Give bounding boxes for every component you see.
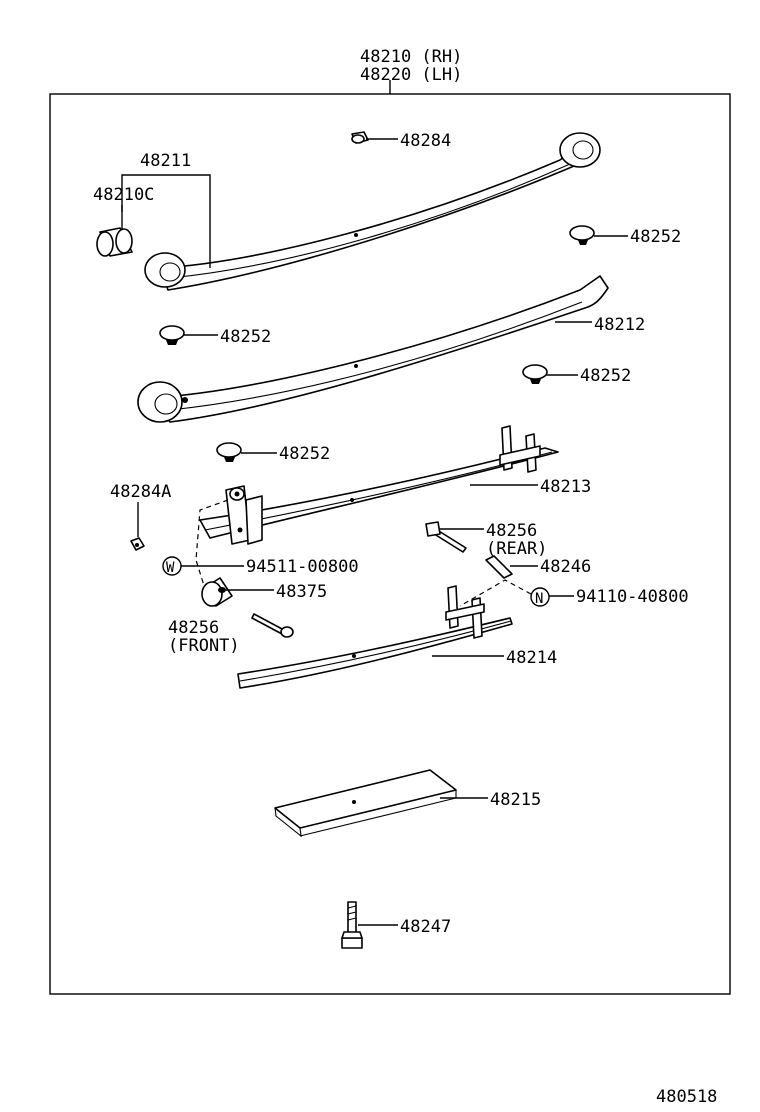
- label-94110-40800[interactable]: 94110-40800: [576, 587, 689, 607]
- label-48211[interactable]: 48211: [140, 151, 191, 171]
- pad-48252-a[interactable]: [569, 225, 595, 245]
- label-48210c[interactable]: 48210C: [93, 185, 154, 205]
- label-48213[interactable]: 48213: [540, 477, 591, 497]
- label-48252-d[interactable]: 48252: [279, 444, 330, 464]
- label-48214[interactable]: 48214: [506, 648, 557, 668]
- dashed-line-front-clip: [195, 499, 229, 593]
- label-48252-b[interactable]: 48252: [220, 327, 271, 347]
- label-48375[interactable]: 48375: [276, 582, 327, 602]
- leaf-48212[interactable]: [137, 275, 609, 423]
- nut-48284a[interactable]: [130, 537, 145, 551]
- label-48252-a[interactable]: 48252: [630, 227, 681, 247]
- n-symbol-circle: [530, 587, 550, 607]
- center-bolt-48247[interactable]: [341, 901, 363, 949]
- label-rear[interactable]: (REAR): [486, 539, 547, 559]
- label-48210-rh[interactable]: 48210 (RH): [360, 47, 462, 67]
- label-48246[interactable]: 48246: [540, 557, 591, 577]
- pin-48246[interactable]: [485, 555, 513, 579]
- leaf-48215[interactable]: [274, 769, 457, 838]
- bushing-48375[interactable]: [201, 577, 233, 607]
- bolt-48256-front[interactable]: [251, 613, 294, 638]
- w-symbol[interactable]: W: [166, 560, 175, 576]
- pad-48252-d[interactable]: [216, 442, 242, 462]
- main-leaf-48211[interactable]: [144, 132, 601, 291]
- bolt-48256-rear[interactable]: [425, 521, 467, 553]
- label-front[interactable]: (FRONT): [168, 636, 240, 656]
- label-48220-lh[interactable]: 48220 (LH): [360, 65, 462, 85]
- label-48212[interactable]: 48212: [594, 315, 645, 335]
- label-48284a[interactable]: 48284A: [110, 482, 171, 502]
- leaf-48213[interactable]: [199, 425, 559, 545]
- nut-48284[interactable]: [351, 131, 369, 144]
- bushing-48210c[interactable]: [96, 227, 133, 257]
- pad-48252-c[interactable]: [522, 364, 548, 384]
- dashed-line-rear-clip: [459, 579, 532, 607]
- label-48215[interactable]: 48215: [490, 790, 541, 810]
- pad-48252-b[interactable]: [159, 325, 185, 345]
- label-94511-00800[interactable]: 94511-00800: [246, 557, 359, 577]
- label-48256-front[interactable]: 48256: [168, 618, 219, 638]
- leader-48211: [121, 174, 211, 268]
- figure-number: 480518: [656, 1087, 717, 1107]
- label-48256-rear[interactable]: 48256: [486, 521, 537, 541]
- label-48284[interactable]: 48284: [400, 131, 451, 151]
- leaf-48214[interactable]: [237, 585, 513, 689]
- label-48252-c[interactable]: 48252: [580, 366, 631, 386]
- label-48247[interactable]: 48247: [400, 917, 451, 937]
- n-symbol[interactable]: N: [535, 591, 543, 607]
